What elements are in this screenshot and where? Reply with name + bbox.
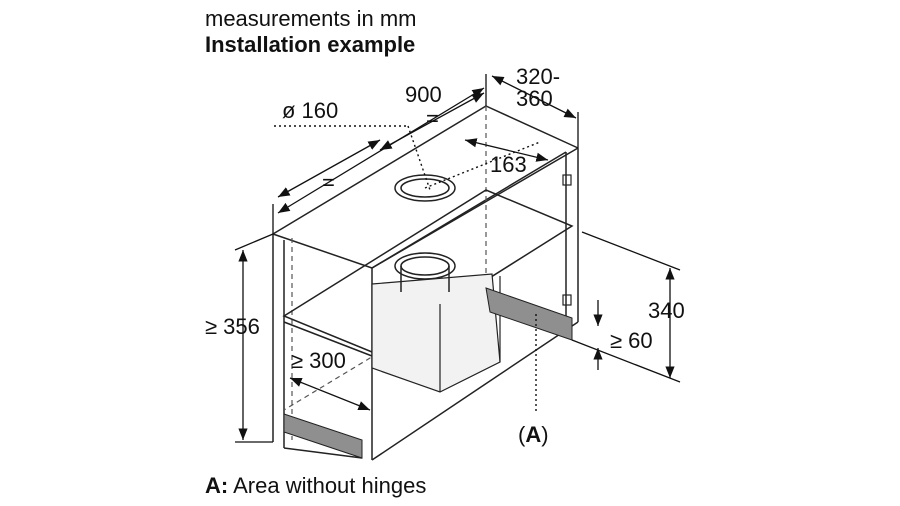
depth-label-top: 320-	[516, 64, 561, 89]
width-label: 900	[405, 82, 442, 107]
min-depth-label: ≥ 300	[291, 348, 346, 373]
duct-offset-label: 163	[490, 152, 527, 177]
units-note: measurements in mm	[205, 6, 417, 31]
hinge-free-area-bottom	[283, 413, 363, 459]
legend-text: Area without hinges	[228, 473, 427, 498]
min-height-label: ≥ 356	[205, 314, 260, 339]
side-height-label: 340	[648, 298, 685, 323]
side-height-dimension	[571, 231, 681, 383]
equal-label-left: =	[322, 170, 335, 195]
duct-diameter-label: ø 160	[282, 98, 339, 123]
depth-dimension-line	[491, 75, 579, 148]
callout-marker: (A)	[518, 422, 549, 447]
min-clearance-label: ≥ 60	[610, 328, 653, 353]
middle-shelf	[282, 189, 574, 357]
equal-label-right: =	[426, 106, 439, 131]
legend-key: A:	[205, 473, 229, 498]
duct-opening-hood	[394, 252, 456, 292]
hinge-free-area-right	[485, 287, 573, 341]
page-title: Installation example	[205, 32, 416, 57]
duct-centerline	[274, 125, 541, 191]
hood-body	[371, 273, 501, 393]
min-height-dimension	[234, 233, 274, 443]
duct-offset-dimension	[464, 138, 549, 162]
depth-label-bottom: 360	[516, 86, 553, 111]
hinge-icon	[562, 174, 572, 306]
cabinet-right-side	[371, 148, 579, 461]
min-depth-dimension	[289, 377, 371, 411]
legend: A: Area without hinges	[205, 475, 426, 497]
half-width-dimension	[277, 92, 485, 198]
